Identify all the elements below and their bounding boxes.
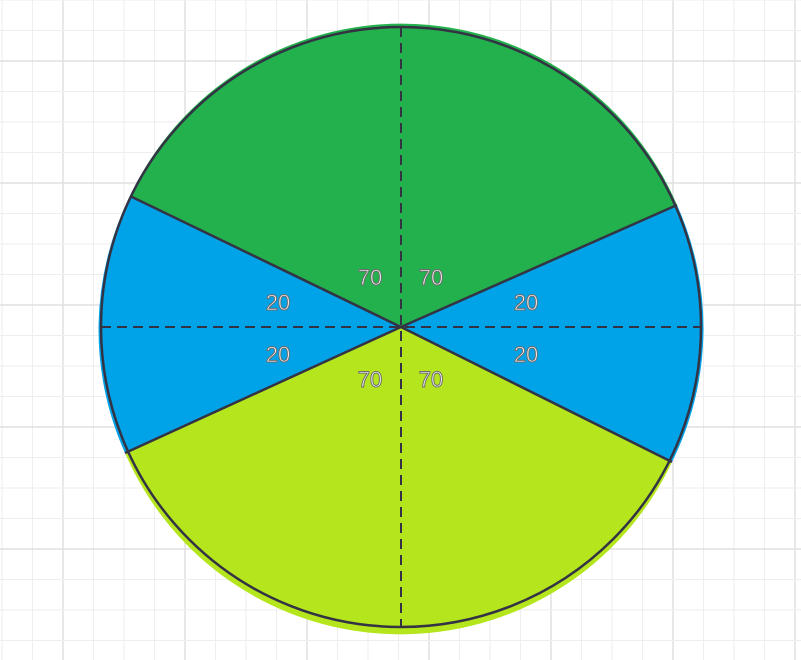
left-blue-sector xyxy=(98,196,401,453)
angle-label-bottom-right: 70 xyxy=(419,367,443,392)
right-blue-sector xyxy=(401,205,704,462)
angle-label-lower-right: 20 xyxy=(514,342,538,367)
divider-line-lower-left xyxy=(124,325,402,455)
angle-label-bottom-left: 70 xyxy=(358,367,382,392)
angle-label-upper-left: 20 xyxy=(266,290,290,315)
divider-line-upper-right xyxy=(400,203,678,329)
angle-label-upper-right: 20 xyxy=(514,290,538,315)
angle-label-top-right: 70 xyxy=(419,265,443,290)
divider-line-upper-left xyxy=(129,194,402,329)
angle-label-top-left: 70 xyxy=(358,265,382,290)
top-green-sector xyxy=(130,23,677,327)
bottom-lime-sector xyxy=(125,327,672,635)
angle-label-lower-left: 20 xyxy=(266,342,290,367)
divider-line-lower-right xyxy=(400,325,673,464)
